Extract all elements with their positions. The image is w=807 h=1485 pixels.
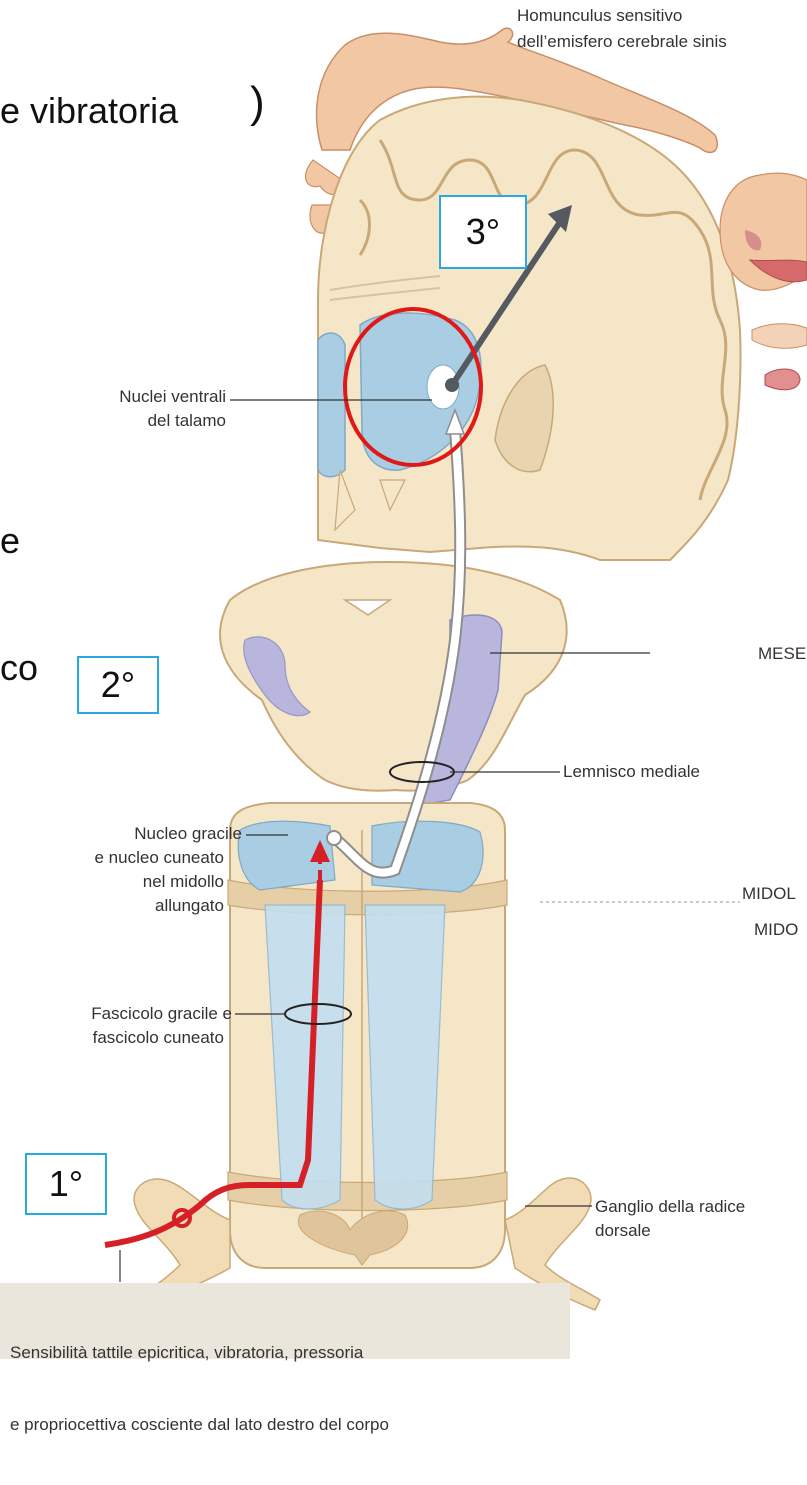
- slide-left-fragment-co: co: [0, 647, 38, 689]
- label-ganglion-1: Ganglio della radice: [595, 1195, 745, 1218]
- caption-line-2: e propriocettiva cosciente dal lato dest…: [10, 1413, 570, 1437]
- label-ganglion-2: dorsale: [595, 1219, 651, 1242]
- label-mesencephalon: MESE: [758, 642, 806, 665]
- label-medulla-lower: MIDO: [754, 918, 798, 941]
- label-nuclei-2: e nucleo cuneato: [0, 846, 224, 869]
- third-neuron-box: 3°: [439, 195, 527, 269]
- label-lemniscus: Lemnisco mediale: [563, 760, 700, 783]
- label-homunculus-2: dell’emisfero cerebrale sinis: [517, 30, 727, 53]
- label-thalamus-1: Nuclei ventrali: [0, 385, 226, 408]
- figure-stage: e vibratoria ) e co 3° 2° 1° Homunculus …: [0, 0, 807, 1362]
- caption-line-1: Sensibilità tattile epicritica, vibrator…: [10, 1341, 570, 1365]
- slide-left-fragment-e: e: [0, 520, 20, 562]
- second-neuron-box: 2°: [77, 656, 159, 714]
- label-nuclei-1: Nucleo gracile: [0, 822, 242, 845]
- label-homunculus-1: Homunculus sensitivo: [517, 4, 682, 27]
- label-medulla-upper: MIDOL: [742, 882, 796, 905]
- label-nuclei-3: nel midollo: [0, 870, 224, 893]
- label-thalamus-2: del talamo: [0, 409, 226, 432]
- first-neuron-box: 1°: [25, 1153, 107, 1215]
- label-fasciculus-1: Fascicolo gracile e: [0, 1002, 232, 1025]
- label-fasciculus-2: fascicolo cuneato: [0, 1026, 224, 1049]
- label-nuclei-4: allungato: [0, 894, 224, 917]
- slide-title-paren: ): [250, 78, 265, 128]
- caption-box: Sensibilità tattile epicritica, vibrator…: [0, 1283, 570, 1359]
- slide-title-fragment: e vibratoria: [0, 90, 178, 132]
